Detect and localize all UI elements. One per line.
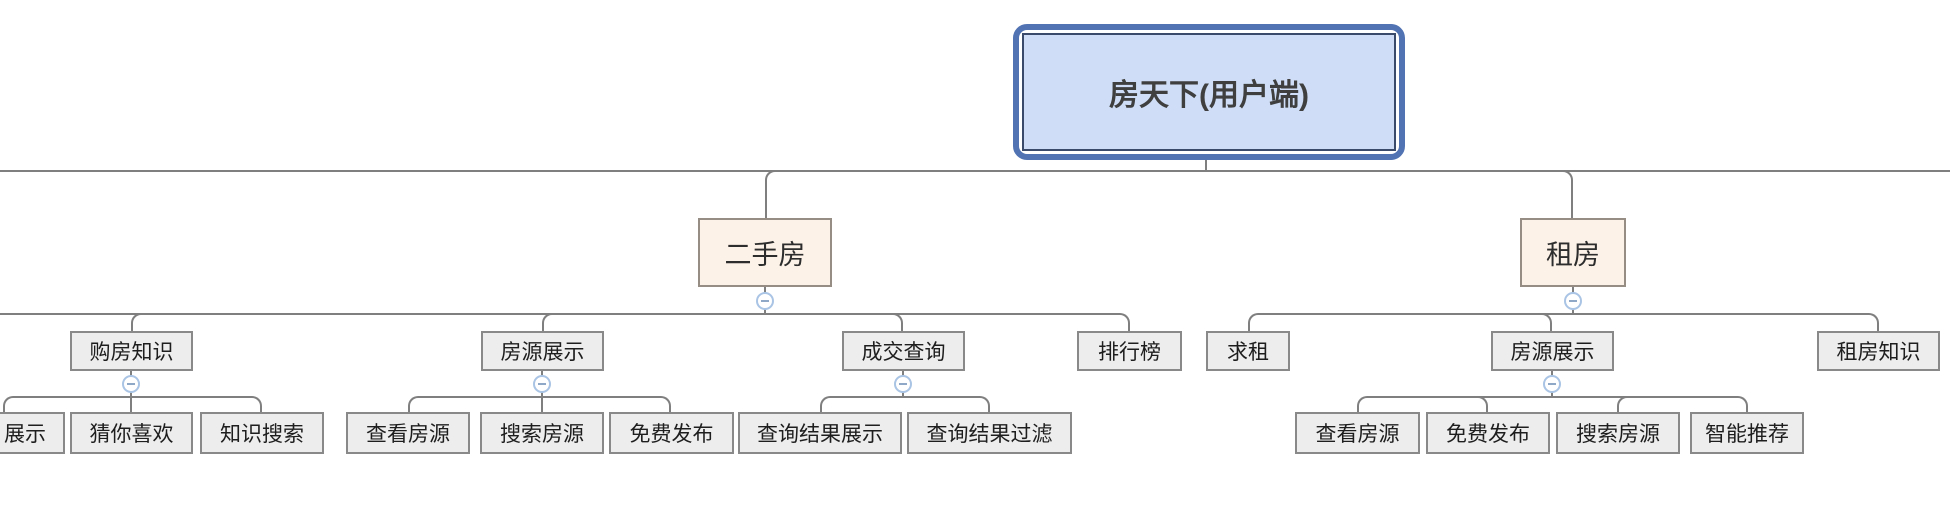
node-jieguo-guolv[interactable]: 查询结果过滤 [907, 412, 1072, 454]
minus-glyph [127, 383, 135, 385]
node-ershoufang[interactable]: 二手房 [698, 218, 832, 287]
sousuo-b-connector-line [1617, 396, 1629, 412]
mianfei-b-connector-line [1476, 396, 1488, 412]
fangyuan-a-children-rail-line [408, 396, 671, 412]
chengjiao-children-rail-line [820, 396, 990, 412]
node-label: 查询结果过滤 [926, 423, 1053, 446]
node-cainixihuan[interactable]: 猜你喜欢 [70, 412, 193, 454]
node-label: 排行榜 [1098, 341, 1161, 364]
main-rail-line [0, 170, 1950, 172]
node-sousuo-b[interactable]: 搜索房源 [1556, 412, 1680, 454]
node-goufangzhishi[interactable]: 购房知识 [70, 331, 193, 371]
node-label: 免费发布 [1446, 423, 1530, 446]
node-zhanshi[interactable]: 展示 [0, 412, 65, 454]
ershoufang-collapse-icon[interactable] [756, 292, 774, 310]
root-node-box: 房天下(用户端) [1022, 33, 1396, 151]
node-label: 查询结果展示 [757, 423, 883, 446]
ershoufang-children-rail-line [0, 313, 1130, 331]
node-zufang[interactable]: 租房 [1520, 218, 1626, 287]
node-label: 查看房源 [366, 423, 450, 446]
goufangzhishi-connector-line [131, 313, 143, 331]
node-label: 成交查询 [861, 341, 946, 364]
cainixihuan-connector-line [130, 396, 132, 412]
fangyuan-b-children-rail-line [1357, 396, 1748, 412]
root-node[interactable]: 房天下(用户端) [1013, 24, 1405, 160]
node-label: 知识搜索 [220, 423, 304, 446]
node-chakan-a[interactable]: 查看房源 [346, 412, 470, 454]
zufang-connector-line [1559, 170, 1573, 218]
node-zufangzhishi[interactable]: 租房知识 [1817, 331, 1940, 371]
goufangzhishi-collapse-icon[interactable] [122, 375, 140, 393]
node-zhishisousuo[interactable]: 知识搜索 [200, 412, 324, 454]
node-label: 展示 [4, 423, 46, 446]
minus-glyph [538, 383, 546, 385]
sousuo-a-connector-line [541, 396, 543, 412]
zufang-children-rail-line [1248, 313, 1879, 331]
root-connector-line [1205, 160, 1207, 171]
node-qiuzu[interactable]: 求租 [1206, 331, 1290, 371]
node-chengjiao[interactable]: 成交查询 [842, 331, 965, 371]
node-label: 智能推荐 [1705, 423, 1789, 446]
ershoufang-connector-line [765, 170, 779, 218]
node-fangyuan-b[interactable]: 房源展示 [1491, 331, 1614, 371]
chengjiao-connector-line [891, 313, 903, 331]
node-label: 房源展示 [1510, 341, 1595, 364]
chengjiao-collapse-icon[interactable] [894, 375, 912, 393]
goufangzhishi-children-rail-line [3, 396, 262, 412]
root-node-label: 房天下(用户端) [1109, 79, 1309, 112]
minus-glyph [1569, 300, 1577, 302]
node-label: 查看房源 [1315, 423, 1400, 446]
minus-glyph [899, 383, 907, 385]
node-label: 租房知识 [1836, 341, 1921, 364]
node-mianfei-a[interactable]: 免费发布 [609, 412, 734, 454]
fangyuan-a-connector-line [542, 313, 554, 331]
node-label: 搜索房源 [1576, 423, 1660, 446]
fangyuan-b-connector-line [1540, 313, 1552, 331]
node-label: 免费发布 [629, 423, 714, 446]
node-label: 房源展示 [500, 341, 585, 364]
node-label: 求租 [1227, 341, 1269, 364]
node-label: 搜索房源 [500, 423, 584, 446]
minus-glyph [761, 300, 769, 302]
fangyuan-b-collapse-icon[interactable] [1543, 375, 1561, 393]
node-paihangbang[interactable]: 排行榜 [1077, 331, 1182, 371]
node-label: 二手房 [724, 240, 806, 270]
node-mianfei-b[interactable]: 免费发布 [1426, 412, 1550, 454]
node-fangyuan-a[interactable]: 房源展示 [481, 331, 604, 371]
minus-glyph [1548, 383, 1556, 385]
node-label: 猜你喜欢 [89, 423, 174, 446]
node-label: 购房知识 [89, 341, 174, 364]
node-zhineng[interactable]: 智能推荐 [1690, 412, 1804, 454]
node-chakan-b[interactable]: 查看房源 [1295, 412, 1420, 454]
zufang-collapse-icon[interactable] [1564, 292, 1582, 310]
fangyuan-a-collapse-icon[interactable] [533, 375, 551, 393]
node-jieguo-zhanshi[interactable]: 查询结果展示 [738, 412, 902, 454]
node-sousuo-a[interactable]: 搜索房源 [480, 412, 604, 454]
node-label: 租房 [1546, 240, 1600, 270]
